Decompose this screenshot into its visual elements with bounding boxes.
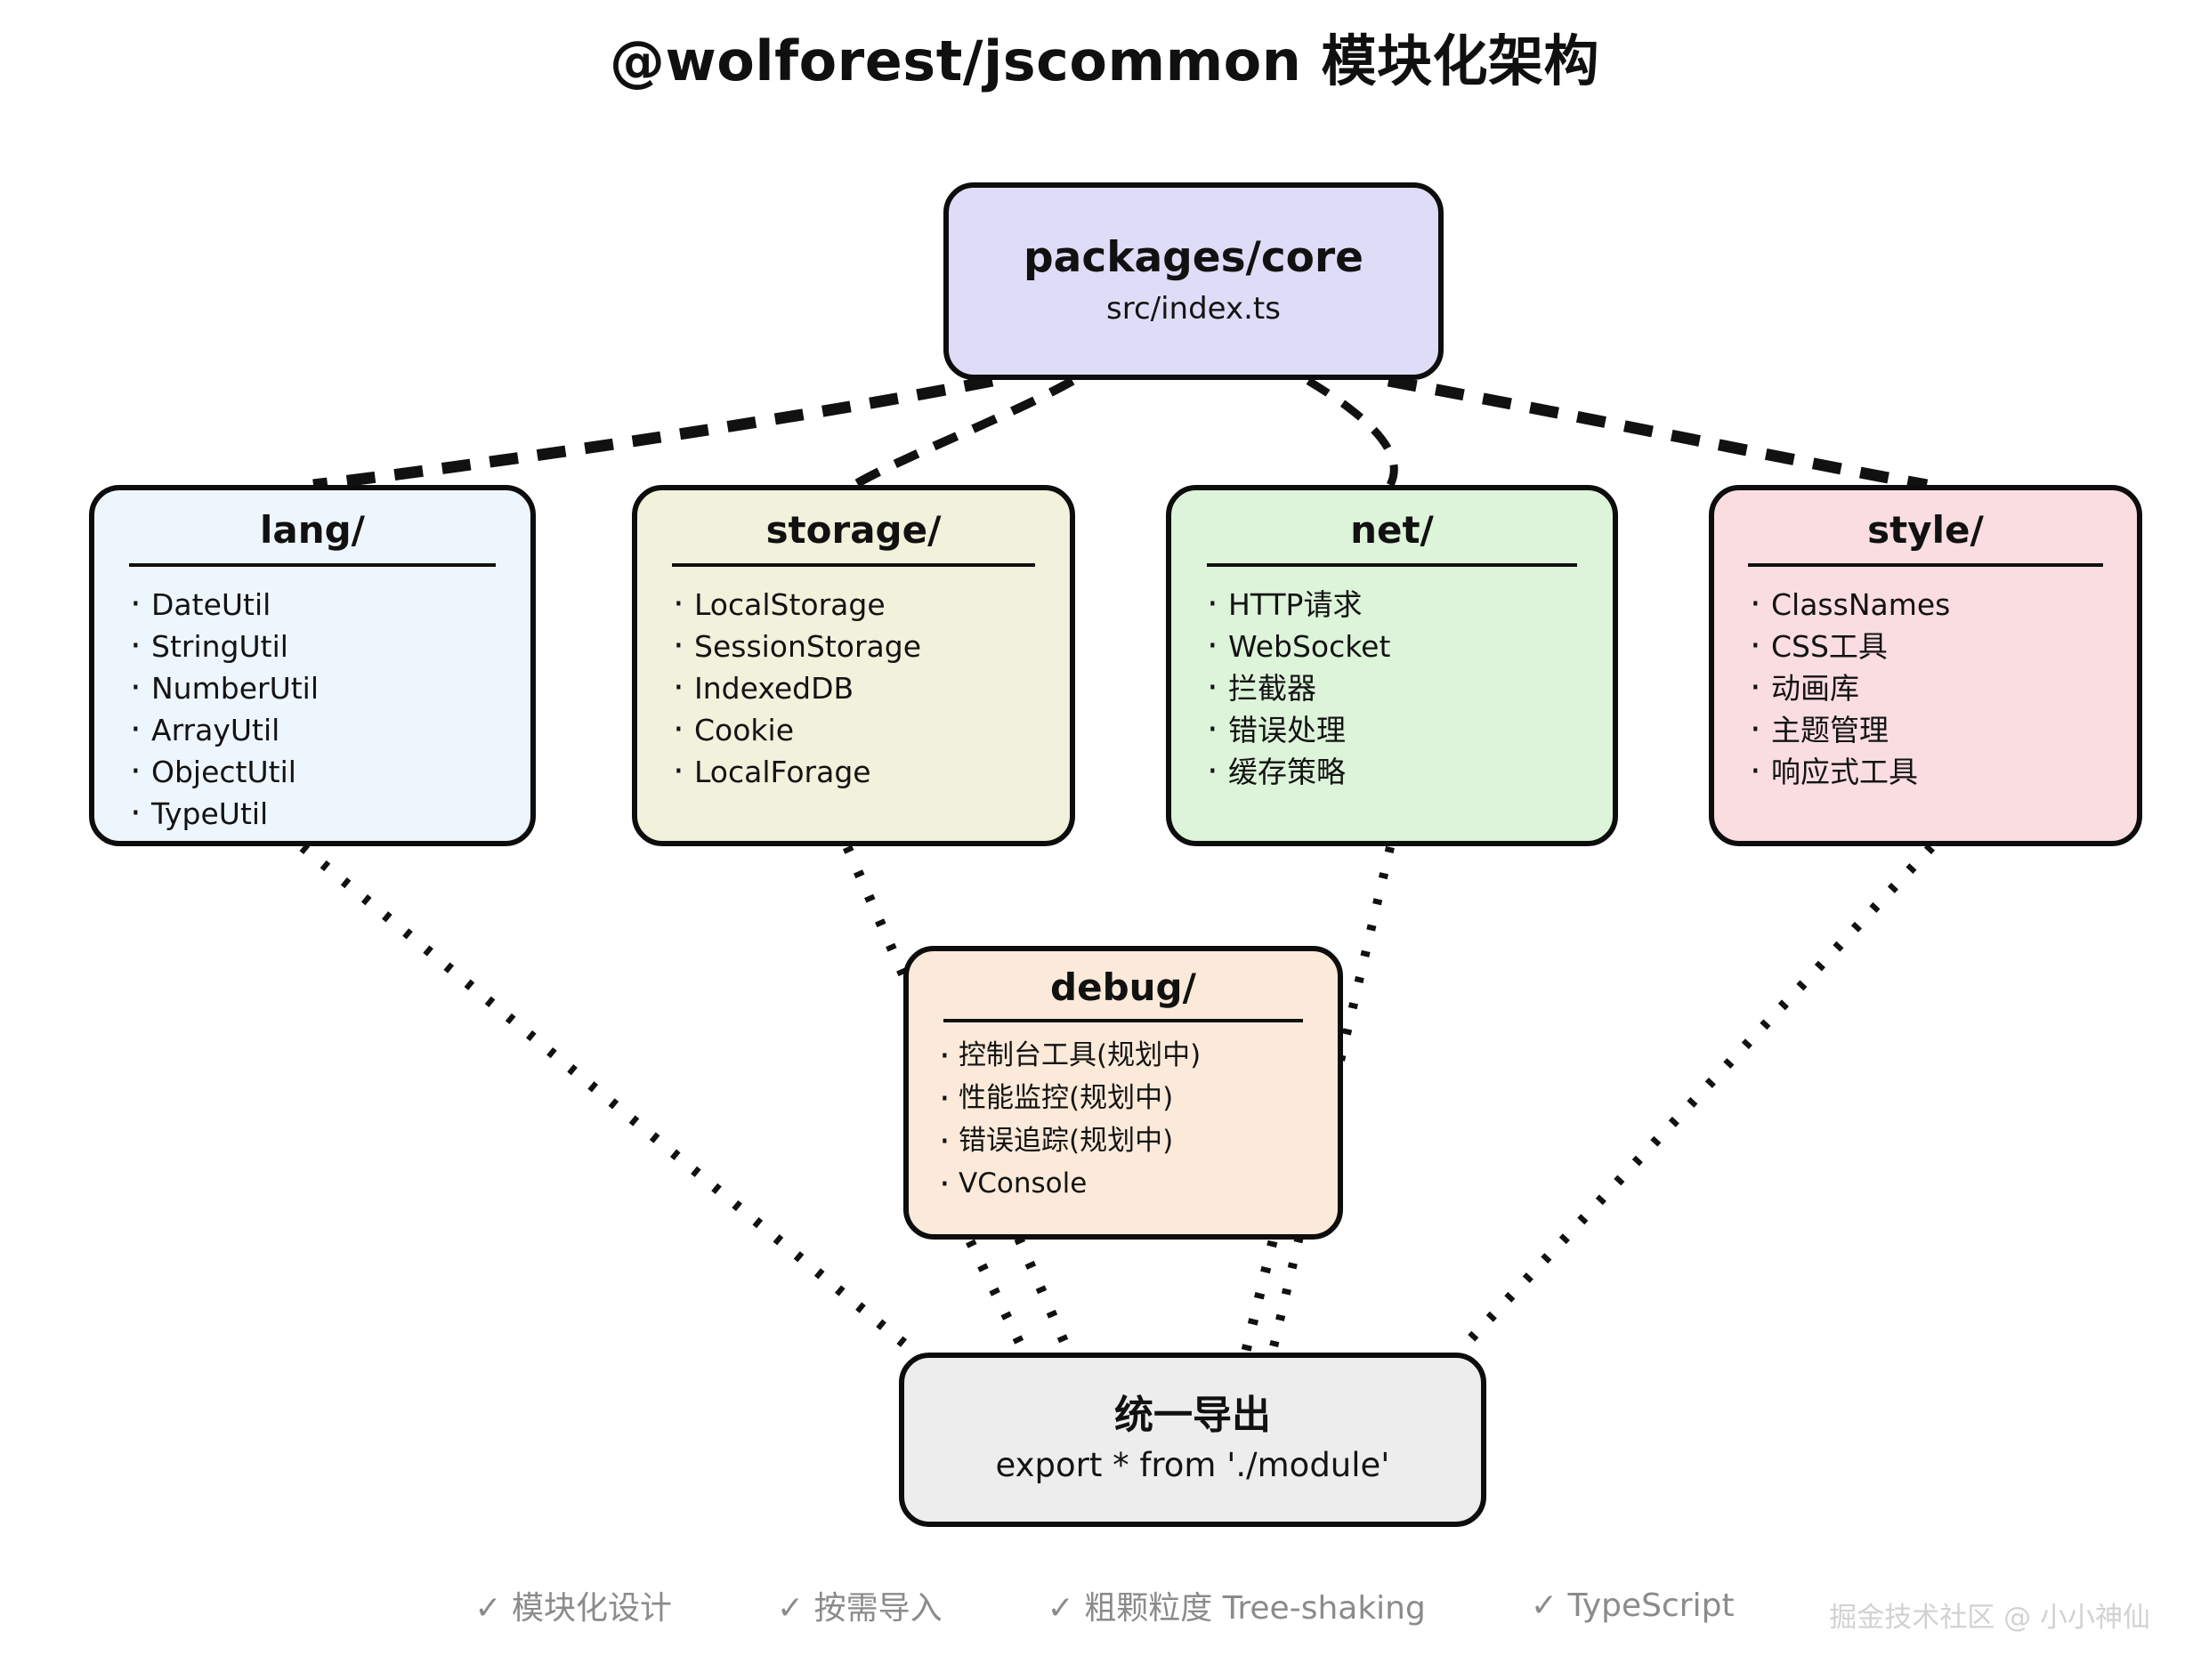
lang-item-list: DateUtil StringUtil NumberUtil ArrayUtil… — [94, 567, 530, 841]
edge-debug-right-to-export — [1241, 1240, 1278, 1353]
feature-typescript: ✓ TypeScript — [1530, 1587, 1735, 1624]
list-item: 拦截器 — [1171, 670, 1613, 706]
feature-tree-shaking: ✓ 粗颗粒度 Tree-shaking — [1047, 1590, 1426, 1627]
list-item: CSS工具 — [1714, 628, 2137, 664]
edge-lang-to-export — [299, 843, 913, 1353]
debug-title: debug/ — [1050, 965, 1196, 1009]
list-item: 缓存策略 — [1171, 754, 1613, 789]
feature-on-demand-import: ✓ 按需导入 — [777, 1590, 943, 1627]
list-item: 性能监控(规划中) — [909, 1081, 1338, 1117]
node-packages-core[interactable]: packages/core src/index.ts — [943, 182, 1444, 380]
list-item: ArrayUtil — [94, 712, 530, 747]
list-item: 动画库 — [1714, 670, 2137, 706]
list-item: TypeUtil — [94, 796, 530, 831]
storage-title: storage/ — [765, 508, 942, 552]
edge-style-to-export — [1455, 844, 1936, 1354]
edge-debug-to-export — [966, 1239, 1028, 1353]
list-item: Cookie — [637, 712, 1070, 747]
list-item: 错误追踪(规划中) — [909, 1124, 1338, 1159]
edge-storage-to-export — [842, 844, 1073, 1353]
edge-core-to-net — [1306, 377, 1398, 488]
style-divider — [1748, 563, 2103, 568]
list-item: 错误处理 — [1171, 712, 1613, 747]
list-item: 主题管理 — [1714, 712, 2137, 747]
list-item: LocalStorage — [637, 586, 1070, 622]
list-item: DateUtil — [94, 586, 530, 622]
style-title: style/ — [1867, 508, 1984, 552]
net-title: net/ — [1350, 508, 1434, 552]
list-item: IndexedDB — [637, 670, 1070, 706]
list-item: 控制台工具(规划中) — [909, 1038, 1338, 1074]
edge-core-to-lang — [312, 375, 994, 491]
node-net[interactable]: net/ HTTP请求 WebSocket 拦截器 错误处理 缓存策略 — [1166, 485, 1618, 846]
storage-item-list: LocalStorage SessionStorage IndexedDB Co… — [637, 567, 1070, 799]
style-item-list: ClassNames CSS工具 动画库 主题管理 响应式工具 — [1714, 567, 2137, 799]
page-title: @wolforest/jscommon 模块化架构 — [609, 28, 1600, 93]
net-item-list: HTTP请求 WebSocket 拦截器 错误处理 缓存策略 — [1171, 567, 1613, 799]
node-storage[interactable]: storage/ LocalStorage SessionStorage Ind… — [632, 485, 1075, 846]
list-item: StringUtil — [94, 628, 530, 664]
core-title: packages/core — [1023, 232, 1364, 282]
edge-core-to-storage — [852, 376, 1075, 489]
net-divider — [1206, 563, 1578, 568]
list-item: SessionStorage — [637, 628, 1070, 664]
feature-modular-design: ✓ 模块化设计 — [474, 1590, 673, 1627]
export-title: 统一导出 — [1114, 1392, 1271, 1438]
list-item: NumberUtil — [94, 670, 530, 706]
node-unified-export[interactable]: 统一导出 export * from './module' — [899, 1353, 1486, 1527]
list-item: LocalForage — [637, 754, 1070, 789]
edge-core-to-style — [1387, 375, 1929, 491]
core-subtitle: src/index.ts — [1106, 291, 1281, 327]
edge-net-to-export — [1268, 845, 1395, 1353]
node-lang[interactable]: lang/ DateUtil StringUtil NumberUtil Arr… — [89, 485, 536, 846]
watermark: 掘金技术社区 @ 小小神仙 — [1829, 1602, 2150, 1634]
storage-divider — [671, 563, 1036, 568]
lang-title: lang/ — [259, 508, 366, 552]
footer-features: ✓ 模块化设计 ✓ 按需导入 ✓ 粗颗粒度 Tree-shaking ✓ Typ… — [0, 1582, 2209, 1628]
list-item: 响应式工具 — [1714, 754, 2137, 789]
export-subtitle: export * from './module' — [995, 1446, 1390, 1484]
debug-divider — [943, 1019, 1304, 1023]
debug-item-list: 控制台工具(规划中) 性能监控(规划中) 错误追踪(规划中) VConsole — [909, 1022, 1338, 1213]
list-item: HTTP请求 — [1171, 586, 1613, 622]
node-debug[interactable]: debug/ 控制台工具(规划中) 性能监控(规划中) 错误追踪(规划中) VC… — [903, 946, 1343, 1240]
list-item: VConsole — [909, 1167, 1338, 1202]
list-item: ClassNames — [1714, 586, 2137, 622]
list-item: ObjectUtil — [94, 754, 530, 789]
list-item: WebSocket — [1171, 628, 1613, 664]
lang-divider — [129, 563, 496, 568]
node-style[interactable]: style/ ClassNames CSS工具 动画库 主题管理 响应式工具 — [1709, 485, 2142, 846]
